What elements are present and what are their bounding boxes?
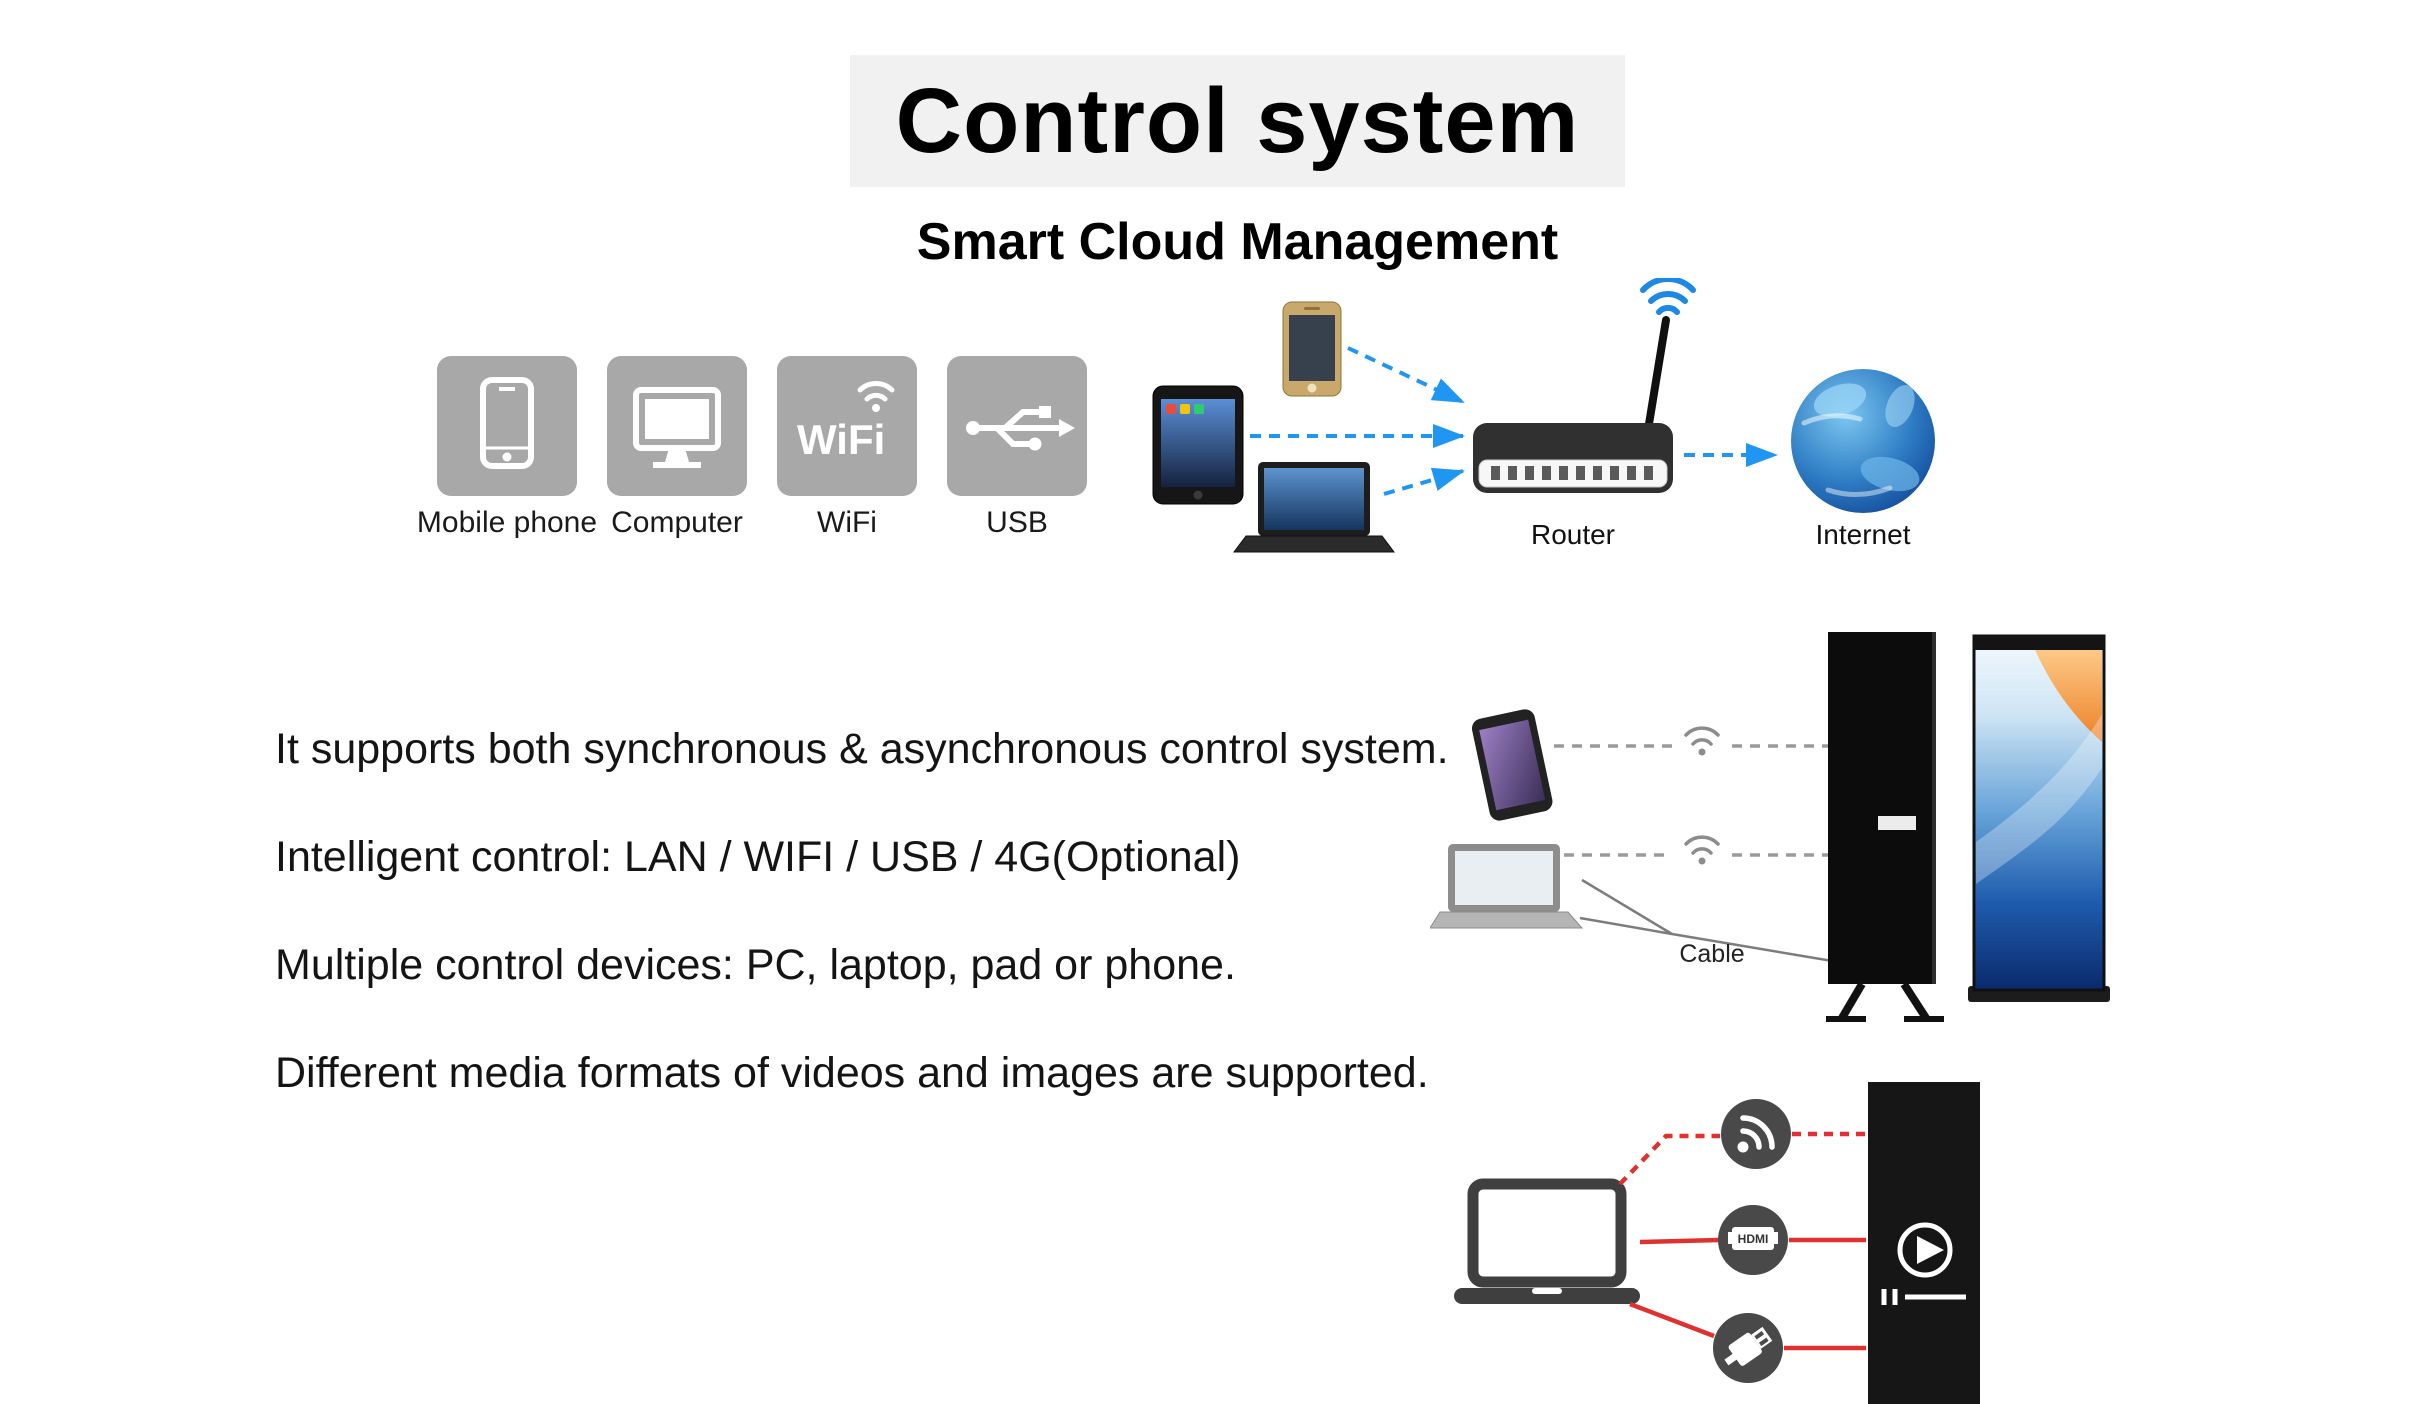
connectivity-item-mobile: Mobile phone bbox=[417, 356, 597, 540]
subtitle: Smart Cloud Management bbox=[916, 213, 1559, 271]
connectivity-label: WiFi bbox=[817, 506, 877, 539]
feature-paragraph: Intelligent control: LAN / WIFI / USB / … bbox=[275, 833, 1241, 881]
wifi-icon: WiFi bbox=[777, 356, 917, 496]
connectivity-label: Mobile phone bbox=[416, 506, 598, 539]
computer-icon bbox=[607, 356, 747, 496]
smartphone bbox=[1282, 301, 1342, 397]
wifi-icon-text: WiFi bbox=[797, 416, 885, 463]
hdmi-label: HDMI bbox=[1738, 1232, 1769, 1246]
internet-globe bbox=[1791, 369, 1935, 513]
red-connection-lines bbox=[1618, 1131, 1866, 1351]
hdmi-port-icon: HDMI bbox=[1718, 1205, 1788, 1275]
router bbox=[1473, 316, 1673, 493]
mobile-phone-icon bbox=[437, 356, 577, 496]
led-poster-back bbox=[1826, 632, 1944, 1022]
laptop bbox=[1233, 462, 1395, 553]
wifi-signal-icon bbox=[1684, 835, 1720, 865]
feature-paragraph: Different media formats of videos and im… bbox=[275, 1049, 1429, 1097]
feature-paragraph: Multiple control devices: PC, laptop, pa… bbox=[275, 941, 1236, 989]
feature-paragraph: It supports both synchronous & asynchron… bbox=[275, 725, 1449, 773]
feature-list: It supports both synchronous & asynchron… bbox=[275, 722, 1455, 1154]
network-diagram: Router Internet bbox=[1152, 278, 1935, 553]
wireless-cast-icon bbox=[1721, 1099, 1791, 1169]
title-banner: Control system bbox=[850, 55, 1625, 187]
connection-arrows bbox=[1250, 346, 1778, 496]
connectivity-item-usb: USB bbox=[947, 356, 1087, 540]
connectivity-item-wifi: WiFi WiFi bbox=[777, 356, 917, 540]
usb-plug-icon bbox=[1713, 1313, 1783, 1383]
ports-connection-diagram: HDMI bbox=[1454, 1082, 1980, 1404]
led-poster-front bbox=[1968, 634, 2110, 1002]
wifi-glyph: WiFi bbox=[797, 381, 895, 463]
tablet bbox=[1152, 385, 1244, 505]
connectivity-item-computer: Computer bbox=[607, 356, 747, 540]
router-label: Router bbox=[1531, 519, 1615, 550]
computer-glyph bbox=[633, 387, 721, 468]
laptop bbox=[1430, 844, 1584, 929]
mobile-phone-glyph bbox=[480, 377, 534, 469]
laptop-icon bbox=[1454, 1178, 1640, 1304]
router-vents bbox=[1491, 466, 1653, 480]
wifi-signal-icon bbox=[1684, 726, 1720, 756]
cable-label: Cable bbox=[1679, 940, 1744, 968]
internet-label: Internet bbox=[1816, 519, 1911, 550]
connectivity-label: Computer bbox=[611, 506, 743, 539]
connectivity-label: USB bbox=[986, 506, 1048, 539]
progress-bar-icon bbox=[1881, 1289, 1966, 1305]
usb-icon bbox=[947, 356, 1087, 496]
play-icon bbox=[1897, 1222, 1953, 1278]
phone bbox=[1471, 709, 1553, 821]
wireless-connection-diagram: Cable bbox=[1430, 632, 2110, 1022]
led-display-panel bbox=[1868, 1082, 1980, 1404]
usb-glyph bbox=[966, 406, 1075, 451]
connectivity-icon-row: Mobile phone Computer WiFi bbox=[417, 356, 1087, 540]
page-title: Control system bbox=[895, 69, 1580, 172]
router-wifi-signal-icon bbox=[1640, 278, 1696, 315]
